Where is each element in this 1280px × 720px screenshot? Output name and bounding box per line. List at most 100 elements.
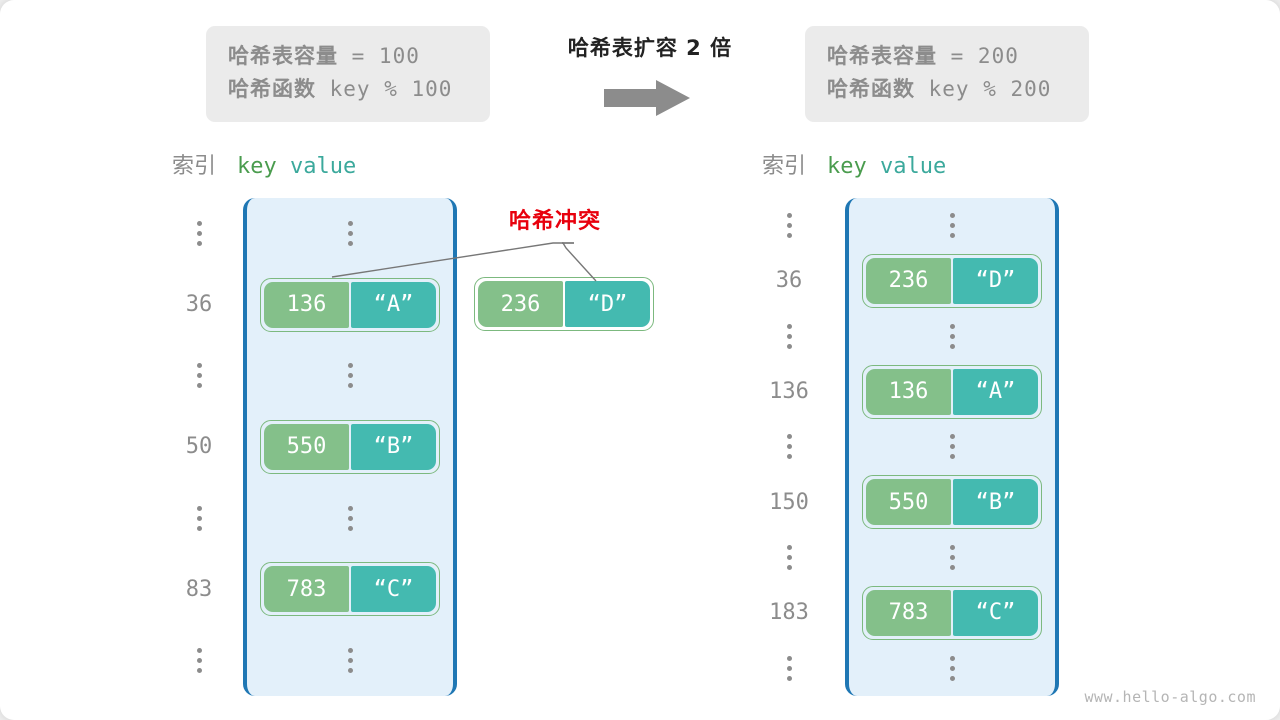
- left-index-header: 索引: [172, 154, 217, 179]
- vertical-ellipsis-icon: [949, 323, 955, 349]
- pair-key: 783: [866, 589, 951, 636]
- left-column-headers: 索引 key value: [172, 148, 356, 180]
- vertical-ellipsis-icon: [196, 221, 202, 247]
- pair-value: “B”: [351, 423, 436, 470]
- before-hashfn-value: key % 100: [316, 77, 453, 101]
- vertical-ellipsis-icon: [786, 545, 792, 571]
- index-number: 36: [775, 268, 803, 294]
- right-index-183: 183: [754, 585, 824, 640]
- key-value-pair: 550“B”: [260, 419, 440, 474]
- left-slot-ellipsis: [247, 340, 453, 411]
- before-info-box: 哈希表容量 = 100 哈希函数 key % 100: [206, 26, 490, 122]
- key-value-pair: 236“D”: [862, 253, 1042, 308]
- key-value-pair: 783“C”: [260, 562, 440, 617]
- pair-key: 136: [264, 281, 349, 328]
- key-value-pair: 550“B”: [862, 475, 1042, 530]
- left-slot-ellipsis: [247, 625, 453, 696]
- vertical-ellipsis-icon: [786, 655, 792, 681]
- vertical-ellipsis-icon: [949, 655, 955, 681]
- pair-key: 783: [264, 566, 349, 613]
- pair-value: “A”: [351, 281, 436, 328]
- pair-key: 136: [866, 368, 951, 415]
- vertical-ellipsis-icon: [347, 363, 353, 389]
- left-slot-83: 783“C”: [247, 554, 453, 625]
- before-capacity-label: 哈希表容量: [228, 44, 338, 68]
- right-index-ellipsis: [754, 309, 824, 364]
- vertical-ellipsis-icon: [347, 221, 353, 247]
- after-info-box: 哈希表容量 = 200 哈希函数 key % 200: [805, 26, 1089, 122]
- right-index-gutter: 36 136 150 183: [754, 198, 824, 696]
- vertical-ellipsis-icon: [196, 647, 202, 673]
- expansion-caption: 哈希表扩容 2 倍: [567, 36, 733, 60]
- index-number: 183: [769, 600, 809, 626]
- pair-value: “C”: [953, 589, 1038, 636]
- left-index-ellipsis: [164, 625, 234, 696]
- left-index-ellipsis: [164, 483, 234, 554]
- after-capacity-label: 哈希表容量: [827, 44, 937, 68]
- right-slot-ellipsis: [849, 309, 1055, 364]
- vertical-ellipsis-icon: [786, 323, 792, 349]
- right-index-ellipsis: [754, 641, 824, 696]
- right-index-150: 150: [754, 475, 824, 530]
- left-index-gutter: 36 50 83: [164, 198, 234, 696]
- key-value-pair: 783“C”: [862, 585, 1042, 640]
- before-capacity-value: = 100: [338, 44, 420, 68]
- before-capacity-line: 哈希表容量 = 100: [228, 40, 468, 73]
- right-slot-ellipsis: [849, 419, 1055, 474]
- right-hash-table-array: 236“D” 136“A” 550“B” 783“C”: [845, 198, 1059, 696]
- left-index-83: 83: [164, 554, 234, 625]
- pair-key: 236: [866, 257, 951, 304]
- colliding-pair: 236 “D”: [474, 277, 654, 331]
- vertical-ellipsis-icon: [196, 505, 202, 531]
- after-hashfn-line: 哈希函数 key % 200: [827, 73, 1067, 106]
- index-number: 150: [769, 489, 809, 515]
- right-slot-183: 783“C”: [849, 585, 1055, 640]
- vertical-ellipsis-icon: [347, 505, 353, 531]
- vertical-ellipsis-icon: [196, 363, 202, 389]
- right-value-header: value: [880, 154, 947, 179]
- key-value-pair: 236 “D”: [474, 277, 654, 331]
- right-slot-ellipsis: [849, 530, 1055, 585]
- pair-key: 550: [264, 423, 349, 470]
- vertical-ellipsis-icon: [949, 434, 955, 460]
- left-index-36: 36: [164, 269, 234, 340]
- collision-label: 哈希冲突: [508, 209, 601, 234]
- right-index-ellipsis: [754, 198, 824, 253]
- key-value-pair: 136“A”: [260, 277, 440, 332]
- vertical-ellipsis-icon: [949, 213, 955, 239]
- right-arrow-icon: [604, 80, 690, 116]
- pair-value: “A”: [953, 368, 1038, 415]
- right-index-ellipsis: [754, 419, 824, 474]
- index-number: 50: [185, 434, 213, 460]
- right-slot-ellipsis: [849, 641, 1055, 696]
- left-index-ellipsis: [164, 198, 234, 269]
- index-number: 136: [769, 379, 809, 405]
- index-number: 36: [185, 292, 213, 318]
- before-hashfn-label: 哈希函数: [228, 77, 316, 101]
- after-capacity-line: 哈希表容量 = 200: [827, 40, 1067, 73]
- left-key-header: key: [237, 154, 277, 179]
- pair-key: 550: [866, 479, 951, 526]
- right-index-ellipsis: [754, 530, 824, 585]
- after-hashfn-value: key % 200: [915, 77, 1052, 101]
- before-hashfn-line: 哈希函数 key % 100: [228, 73, 468, 106]
- after-capacity-value: = 200: [937, 44, 1019, 68]
- right-slot-36: 236“D”: [849, 253, 1055, 308]
- left-index-50: 50: [164, 411, 234, 482]
- right-index-36: 36: [754, 253, 824, 308]
- right-index-136: 136: [754, 364, 824, 419]
- right-slot-150: 550“B”: [849, 475, 1055, 530]
- pair-value: “D”: [953, 257, 1038, 304]
- left-slot-36: 136“A”: [247, 269, 453, 340]
- after-hashfn-label: 哈希函数: [827, 77, 915, 101]
- watermark: www.hello-algo.com: [1084, 688, 1256, 706]
- pair-value: “B”: [953, 479, 1038, 526]
- right-key-header: key: [827, 154, 867, 179]
- pair-value: “C”: [351, 566, 436, 613]
- left-index-ellipsis: [164, 340, 234, 411]
- key-value-pair: 136“A”: [862, 364, 1042, 419]
- pair-key: 236: [478, 281, 563, 327]
- right-slot-ellipsis: [849, 198, 1055, 253]
- vertical-ellipsis-icon: [949, 545, 955, 571]
